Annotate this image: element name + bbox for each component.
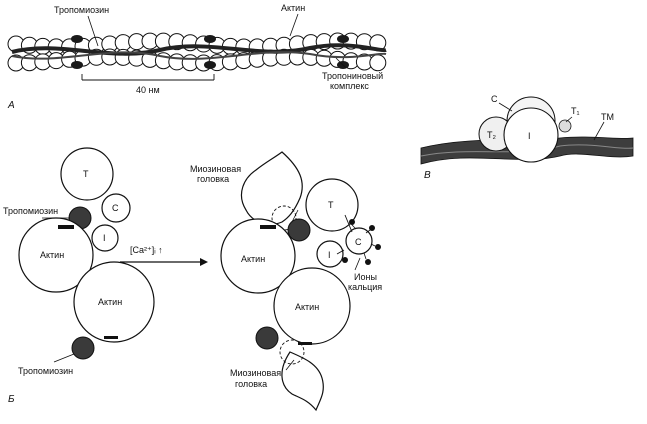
troponin-t1-subunit [558,119,572,133]
myosin-binding-site-bottom [279,339,305,365]
myosin-head-label-top-line1: Миозиновая [190,164,241,174]
panel-c-label-c: C [491,94,498,104]
actin-label-resting-1: Актин [40,250,64,260]
scale-label: 40 нм [136,85,160,95]
panel-c-label-tm: TM [601,112,614,122]
actin-bead [369,54,387,72]
calcium-ions-label-line2: кальция [348,282,382,292]
troponin-t-resting [60,147,114,201]
tropomyosin-label-resting-top: Тропомиозин [3,206,58,216]
actin-label-activated-1: Актин [241,254,265,264]
panel-c-label: В [424,170,431,181]
actin-resting-2 [73,261,155,343]
scale-bar [81,74,215,81]
tropomyosin-strand [11,43,387,56]
actin-label-activated-2: Актин [295,302,319,312]
panel-b-resting: Т С I Актин Актин Тропомиозин Тропомиози… [3,147,155,405]
troponin-c-activated [345,227,373,255]
tropomyosin-strand-2 [11,51,387,60]
myosin-head-bottom [281,351,324,412]
actin-filament-beads [7,32,387,72]
panel-a: Тропомиозин Актин Тропониновый комплекс … [7,3,387,111]
panel-b-label: Б [8,394,15,405]
panel-c-label-i: I [528,131,531,141]
troponin-c-resting [101,193,131,223]
troponin-c-label-resting: С [112,203,119,213]
troponin-i-resting [91,224,119,252]
calcium-increase-arrow: [Ca²⁺]ᵢ ↑ [120,245,208,266]
tropomyosin-activated-bottom [255,326,279,350]
myosin-binding-site-top [271,205,297,231]
actin-label-a: Актин [281,3,305,13]
panel-c-label-t1: T₁ [571,106,580,116]
troponin-i-activated [316,240,344,268]
panel-b-activated: Миозиновая головка Т I С Актин Актин Ион… [190,151,382,412]
tropomyosin-resting-bottom [71,336,95,360]
troponin-i-label-resting: I [103,233,106,243]
calcium-ions [342,219,381,265]
panel-c: C T₁ T₂ I TM В [420,94,634,181]
actin-label-resting-2: Актин [98,297,122,307]
panel-a-label: А [7,100,15,111]
myosin-head-label-bottom-line1: Миозиновая [230,368,281,378]
tropomyosin-label-a: Тропомиозин [54,5,109,15]
myosin-head-label-bottom-line2: головка [235,379,267,389]
troponin-t-label-resting: Т [83,169,89,179]
actin-activated-1 [220,218,296,294]
troponin-c-label-activated: С [355,237,362,247]
tropomyosin-activated-top [287,218,311,242]
troponin-i-subunit [503,107,559,163]
tropomyosin-label-resting-bottom: Тропомиозин [18,366,73,376]
myosin-head-top [241,151,303,225]
calcium-ions-label-line1: Ионы [354,272,377,282]
troponin-t-activated [305,178,359,232]
myosin-head-label-top-line2: головка [197,174,229,184]
troponin-complex-label-line1: Тропониновый [322,71,383,81]
troponin-complex-label-line2: комплекс [330,81,369,91]
troponin-t-label-activated: Т [328,200,334,210]
troponin-i-label-activated: I [328,250,331,260]
panel-c-label-t2: T₂ [487,130,496,140]
calcium-arrow-label: [Ca²⁺]ᵢ ↑ [130,245,163,255]
